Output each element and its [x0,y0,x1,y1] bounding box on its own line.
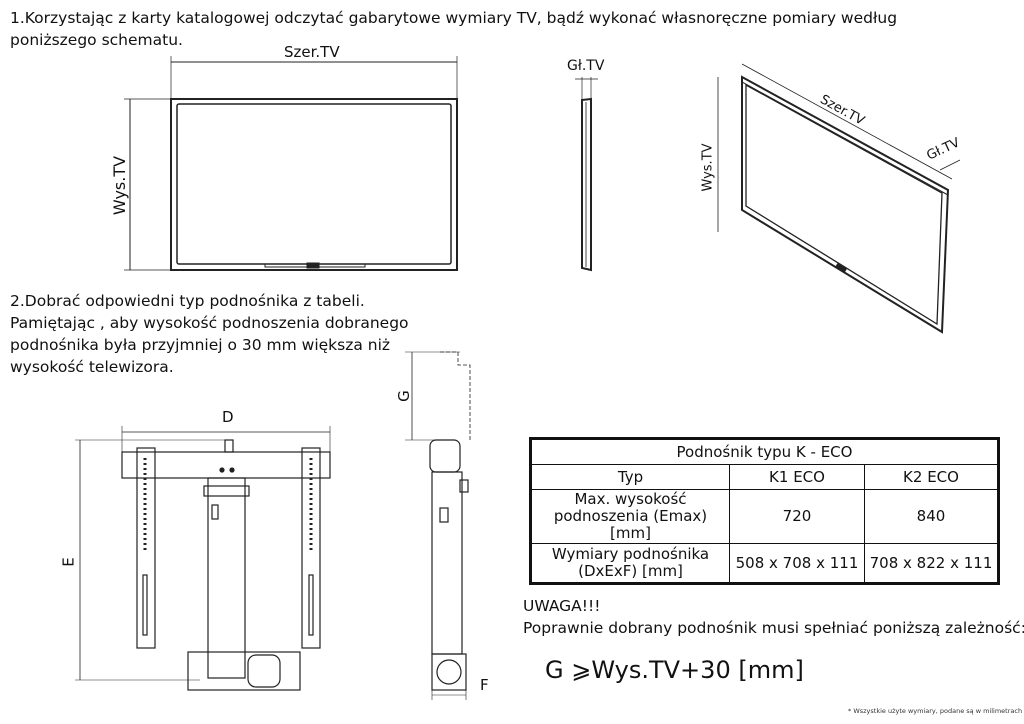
lift-side-view [405,351,471,700]
table-row: Wymiary podnośnika (DxExF) [mm] 508 x 70… [530,543,999,584]
tv-width-label: Szer.TV [284,43,340,61]
step1-line1: 1.Korzystając z karty katalogowej odczyt… [10,9,898,27]
table-row: Max. wysokość podnoszenia (Emax) [mm] 72… [530,489,999,544]
row-label: Wymiary podnośnika (DxExF) [mm] [530,543,730,584]
row-label: Max. wysokość podnoszenia (Emax) [mm] [530,489,730,544]
step2-line3: podnośnika była przyjmniej o 30 mm więks… [10,336,391,354]
row-label-line: (DxExF) [mm] [578,562,683,580]
table-header-k1: K1 ECO [729,464,865,490]
step2-line2: Pamiętając , aby wysokość podnoszenia do… [10,314,409,332]
step2-line1: 2.Dobrać odpowiedni typ podnośnika z tab… [10,292,365,310]
cell-k1: 720 [729,489,865,544]
warning-text: Poprawnie dobrany podnośnik musi spełnia… [523,619,1024,637]
cell-k2: 708 x 822 x 111 [864,543,999,584]
footnote: * Wszystkie użyte wymiary, podane są w m… [848,707,1023,715]
lift-type-table: Podnośnik typu K - ECO Typ K1 ECO K2 ECO… [529,437,1000,585]
tv-height-label-perspective: Wys.TV [700,143,716,192]
step2-line4: wysokość telewizora. [10,358,174,376]
table-title: Podnośnik typu K - ECO [530,438,999,465]
tv-height-label: Wys.TV [110,155,130,216]
dimension-g-label: G [394,390,413,402]
row-label-line: Wymiary podnośnika [551,545,710,563]
row-label-line: [mm] [610,524,651,542]
warning-title: UWAGA!!! [523,597,601,615]
table-header-type: Typ [530,464,730,490]
tv-depth-label: Gł.TV [567,58,605,74]
row-label-line: Max. wysokość [574,490,687,508]
step1-line2: poniższego schematu. [10,31,183,49]
tv-perspective-view [717,63,961,334]
tv-front-view [124,56,458,271]
cell-k2: 840 [864,489,999,544]
dimension-e-label: E [59,557,78,567]
dimension-d-label: D [222,408,234,426]
warning-formula: G ⩾Wys.TV+30 [mm] [545,656,804,684]
tv-side-view [575,77,598,272]
dimension-f-label: F [480,676,489,694]
lift-front-view [75,426,331,691]
table-header-k2: K2 ECO [864,464,999,490]
row-label-line: podnoszenia (Emax) [553,507,708,525]
cell-k1: 508 x 708 x 111 [729,543,865,584]
